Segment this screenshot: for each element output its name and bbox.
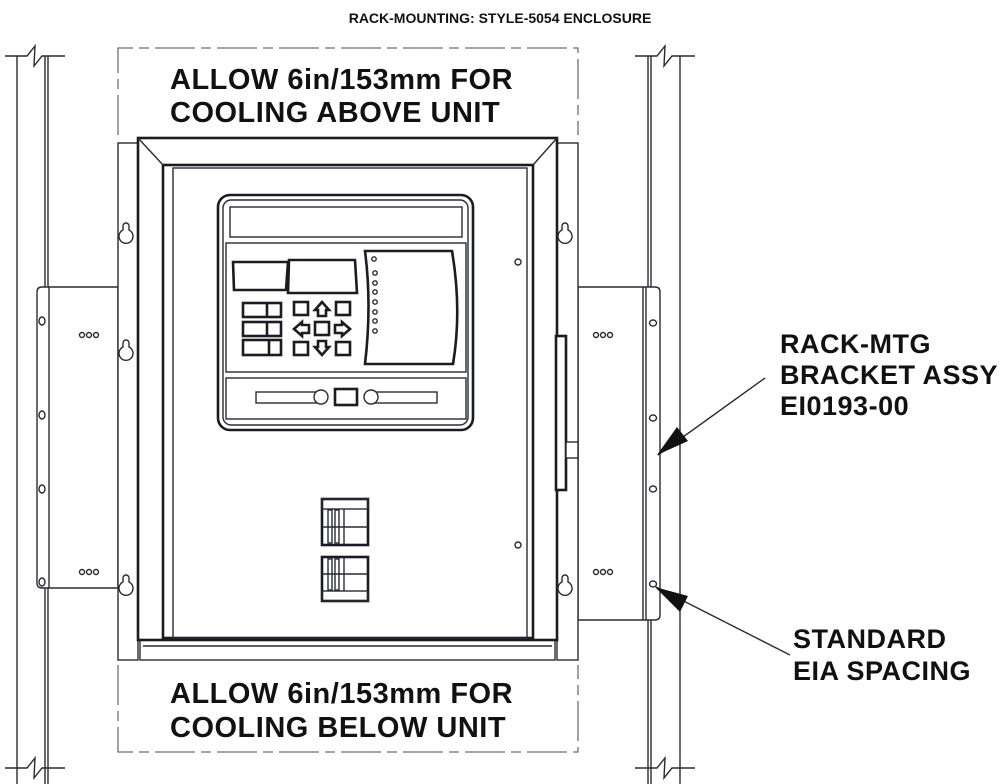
callout-bracket-line2: BRACKET ASSY [780, 360, 998, 390]
circuit-breakers [320, 497, 370, 603]
note-above-line1: ALLOW 6in/153mm FOR [170, 64, 513, 96]
switch-strip [255, 387, 438, 407]
door-handle [554, 334, 579, 492]
keyhole-icon [118, 222, 573, 597]
display-window-2 [286, 258, 359, 295]
down-arrow-icon [312, 339, 332, 357]
bracket-leader-arrow [657, 377, 766, 456]
up-arrow-icon [312, 300, 332, 318]
note-above-line2: COOLING ABOVE UNIT [170, 97, 500, 129]
navigation-keypad [292, 300, 352, 357]
callout-spacing-line2: EIA SPACING [793, 656, 971, 686]
drawing-title: RACK-MOUNTING: STYLE-5054 ENCLOSURE [349, 10, 652, 26]
cooling-clearance-below [117, 665, 579, 753]
right-mounting-bracket [577, 286, 661, 621]
function-keys [241, 301, 283, 357]
controller-faceplate [216, 193, 475, 432]
cooling-clearance-above [117, 47, 579, 135]
enclosure [117, 136, 579, 661]
callout-bracket-line1: RACK-MTG [780, 329, 931, 359]
display-window-1 [231, 260, 290, 292]
right-arrow-icon [333, 319, 352, 339]
left-mounting-bracket [36, 286, 119, 589]
bracket-slots [38, 316, 46, 587]
spacing-leader-arrow [655, 586, 791, 656]
note-below-line1: ALLOW 6in/153mm FOR [170, 678, 513, 710]
status-led-panel [363, 249, 459, 366]
status-leds [371, 256, 378, 334]
callout-bracket-part-number: EI0193-00 [780, 391, 909, 421]
left-arrow-icon [292, 319, 311, 339]
note-below-line2: COOLING BELOW UNIT [170, 712, 506, 744]
callout-spacing-line1: STANDARD [793, 624, 947, 654]
